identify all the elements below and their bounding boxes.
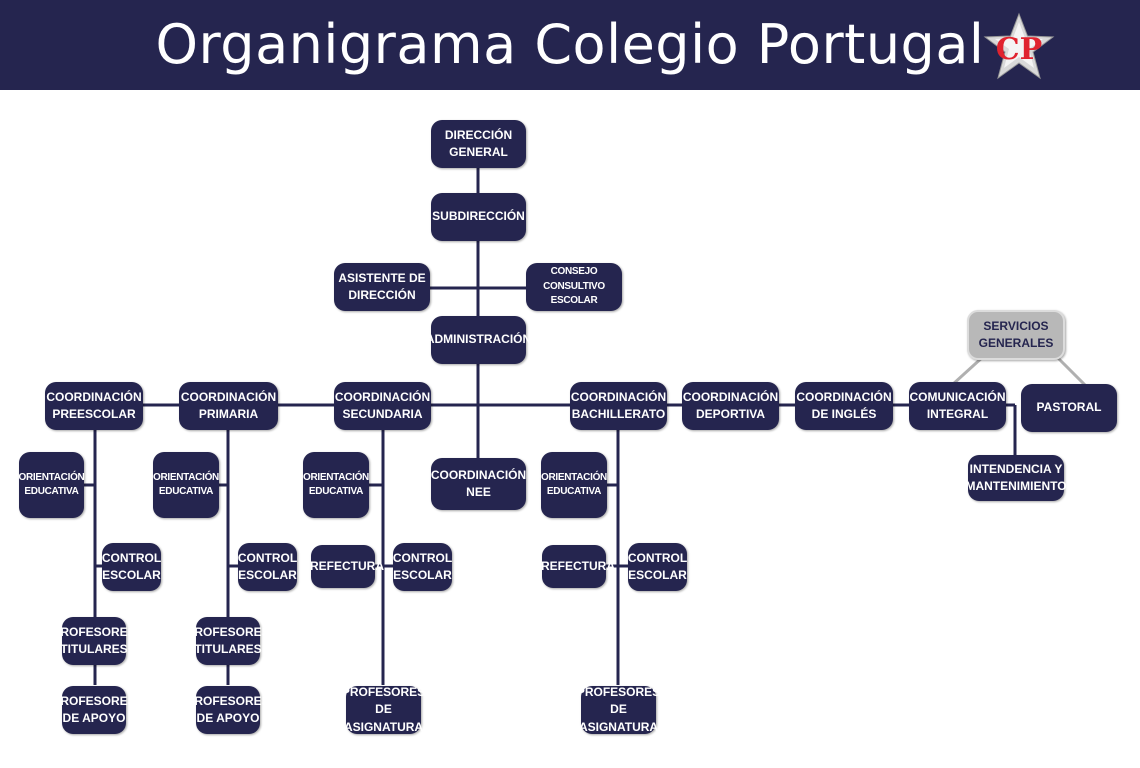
node-profesores-apoyo-primaria: PROFESORES DE APOYO: [186, 686, 270, 734]
node-coordinacion-secundaria: COORDINACIÓN SECUNDARIA: [334, 382, 431, 430]
node-orientacion-secundaria: ORIENTACIÓN EDUCATIVA: [303, 452, 369, 518]
node-prefectura-secundaria: PREFECTURA: [302, 545, 384, 588]
node-coordinacion-primaria: COORDINACIÓN PRIMARIA: [179, 382, 278, 430]
node-coordinacion-ingles: COORDINACIÓN DE INGLÉS: [795, 382, 893, 430]
node-consejo-consultivo: CONSEJO CONSULTIVO ESCOLAR: [526, 263, 622, 311]
logo-monogram: CP: [996, 32, 1042, 67]
node-coordinacion-deportiva: COORDINACIÓN DEPORTIVA: [682, 382, 779, 430]
node-orientacion-preescolar: ORIENTACIÓN EDUCATIVA: [19, 452, 85, 518]
node-administracion: ADMINISTRACIÓN: [426, 316, 531, 364]
node-profesores-titulares-primaria: PROFESORES TITULARES: [186, 617, 270, 665]
node-pastoral: PASTORAL: [1021, 384, 1117, 432]
node-comunicacion-integral: COMUNICACIÓN INTEGRAL: [909, 382, 1006, 430]
node-coordinacion-nee: COORDINACIÓN NEE: [431, 458, 526, 510]
node-asistente-direccion: ASISTENTE DE DIRECCIÓN: [334, 263, 430, 311]
node-profesores-titulares-preescolar: PROFESORES TITULARES: [52, 617, 136, 665]
school-logo-star-icon: CP: [983, 12, 1055, 80]
node-control-escolar-bachillerato: CONTROL ESCOLAR: [628, 543, 687, 591]
page-title: Organigrama Colegio Portugal: [155, 13, 985, 76]
node-profesores-apoyo-preescolar: PROFESORES DE APOYO: [52, 686, 136, 734]
node-orientacion-bachillerato: ORIENTACIÓN EDUCATIVA: [541, 452, 607, 518]
node-control-escolar-primaria: CONTROL ESCOLAR: [238, 543, 297, 591]
node-profesores-asignatura-bachillerato: PROFESORES DE ASIGNATURA: [576, 684, 661, 734]
node-control-escolar-secundaria: CONTROL ESCOLAR: [393, 543, 452, 591]
node-direccion-general: DIRECCIÓN GENERAL: [431, 120, 526, 168]
node-coordinacion-bachillerato: COORDINACIÓN BACHILLERATO: [570, 382, 667, 430]
node-servicios-generales: SERVICIOS GENERALES: [967, 310, 1065, 360]
node-prefectura-bachillerato: PREFECTURA: [533, 545, 615, 588]
header-bar: [0, 0, 1140, 90]
node-orientacion-primaria: ORIENTACIÓN EDUCATIVA: [153, 452, 219, 518]
node-coordinacion-preescolar: COORDINACIÓN PREESCOLAR: [45, 382, 143, 430]
node-control-escolar-preescolar: CONTROL ESCOLAR: [102, 543, 161, 591]
node-profesores-asignatura-secundaria: PROFESORES DE ASIGNATURA: [341, 684, 426, 734]
node-intendencia-mantenimiento: INTENDENCIA Y MANTENIMIENTO: [965, 455, 1067, 501]
node-subdireccion: SUBDIRECCIÓN: [431, 193, 526, 241]
